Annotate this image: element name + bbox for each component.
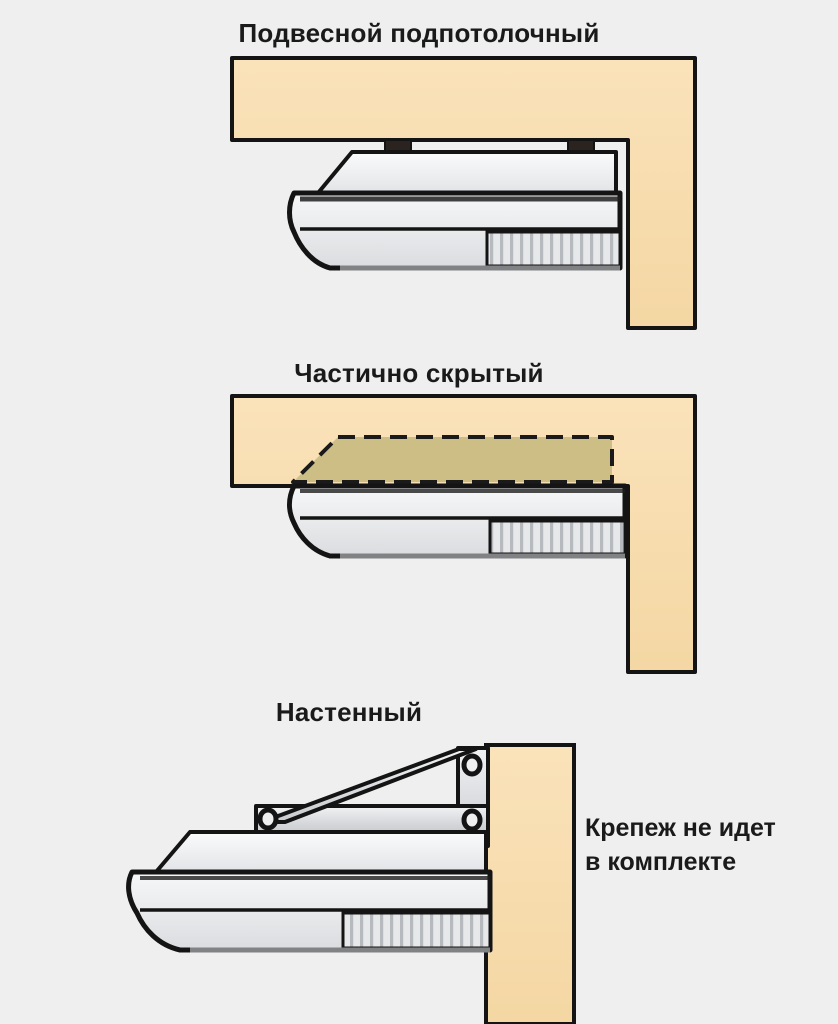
bracket-bolt-hole-top (461, 753, 483, 777)
bracket-bolt-hole-arm (257, 807, 279, 831)
fasteners-note-line-2: в комплекте (585, 847, 737, 876)
bracket-bolt-hole-bottom (461, 808, 483, 832)
recessed-hood-panel-dashed (291, 435, 614, 484)
cabinet-l-shape (230, 56, 697, 330)
fasteners-note-line-1: Крепеж не идет (585, 814, 776, 842)
grease-filter-grille (341, 911, 492, 950)
diagram-partially-hidden (230, 394, 697, 674)
caption-wall-mounted: Настенный (275, 697, 423, 727)
grease-filter-grille (488, 519, 627, 556)
grease-filter-grille (485, 230, 622, 268)
hood-upper-housing (154, 830, 488, 874)
hood-upper-housing (316, 150, 618, 195)
diagram-suspended-under-ceiling (230, 56, 697, 330)
wall-panel (484, 743, 576, 1024)
caption-suspended-under-ceiling: Подвесной подпотолочный (238, 18, 600, 48)
caption-partially-hidden: Частично скрытый (294, 358, 544, 388)
fasteners-not-included-note: Крепеж не идет в комплекте (585, 812, 835, 880)
diagram-wall-mounted (126, 743, 576, 1024)
bracket-diagonal-strut (260, 747, 478, 824)
